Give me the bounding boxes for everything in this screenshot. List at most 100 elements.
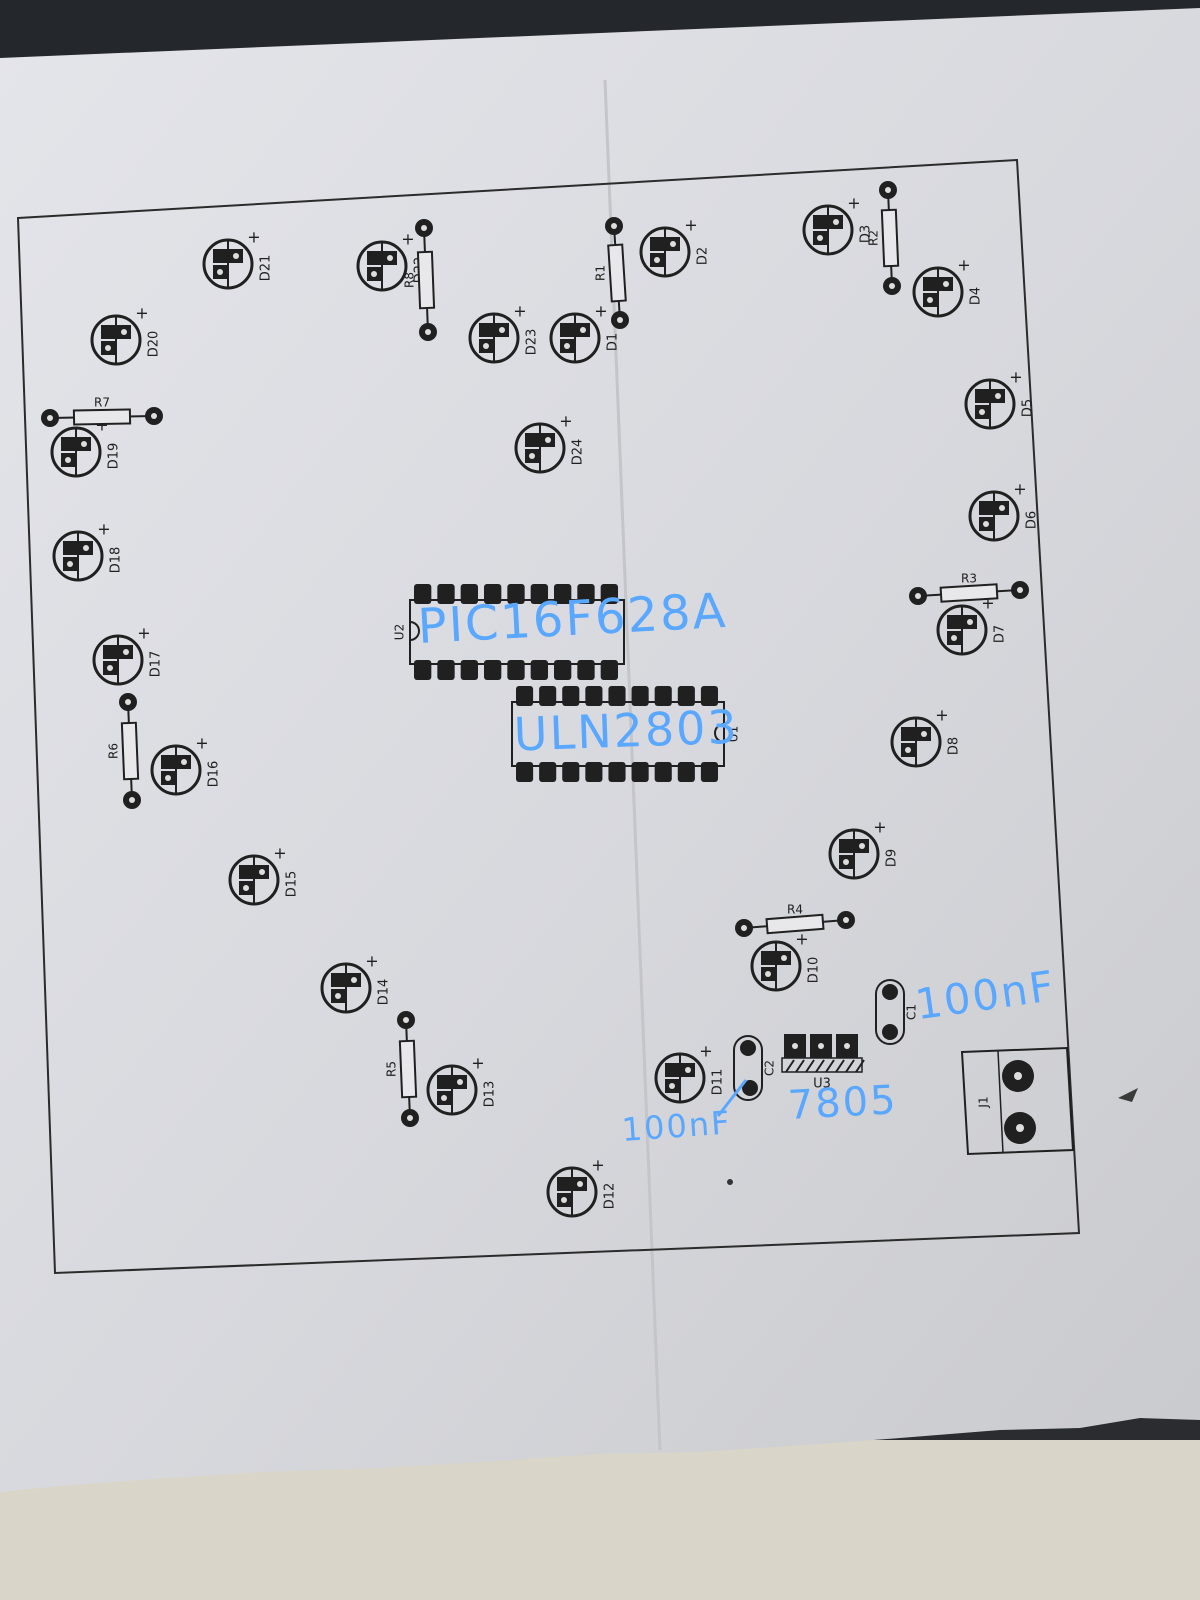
led-d5: + D5	[964, 368, 1036, 430]
led-label: D12	[603, 1183, 618, 1210]
resistor-label: R2	[867, 230, 881, 246]
led-d21: + D21	[202, 228, 274, 290]
annotation-pointer	[716, 1079, 748, 1117]
led-label: D7	[993, 625, 1008, 643]
led-label: D5	[1021, 399, 1036, 417]
led-polarity-mark: +	[699, 1042, 712, 1061]
led-polarity-mark: +	[195, 734, 208, 753]
resistor-r1: R1	[594, 217, 629, 329]
led-label: D19	[107, 443, 122, 470]
capacitor-label: C2	[763, 1060, 777, 1076]
led-d13: + D13	[426, 1054, 498, 1116]
led-label: D21	[259, 255, 274, 282]
paper-tear-mark	[1118, 1088, 1138, 1102]
led-label: D24	[571, 439, 586, 466]
connector-j1: J1	[960, 1046, 1075, 1156]
resistor-label: R4	[787, 903, 803, 917]
led-d15: + D15	[228, 844, 300, 906]
led-label: D10	[807, 957, 822, 984]
led-polarity-mark: +	[97, 520, 110, 539]
led-polarity-mark: +	[591, 1156, 604, 1175]
led-label: D11	[711, 1069, 726, 1096]
led-label: D16	[207, 761, 222, 788]
led-label: D13	[483, 1081, 498, 1108]
led-polarity-mark: +	[684, 216, 697, 235]
resistor-r6: R6	[107, 693, 141, 809]
ic-label: U1	[727, 726, 741, 742]
resistor-r2: R2	[867, 181, 901, 295]
led-label: D15	[285, 871, 300, 898]
annotation-regulator-value: 7805	[787, 1077, 899, 1129]
led-label: D18	[109, 547, 124, 574]
led-polarity-mark: +	[559, 412, 572, 431]
capacitor-label: C1	[905, 1004, 919, 1020]
led-polarity-mark: +	[471, 1054, 484, 1073]
resistor-label: R1	[594, 265, 608, 281]
capacitor-c2: C2	[733, 1035, 777, 1101]
led-d8: + D8	[890, 706, 962, 768]
annotation-c2-value: 100nF	[621, 1103, 733, 1149]
led-polarity-mark: +	[935, 706, 948, 725]
ic-u2: U2	[393, 584, 625, 680]
led-label: D23	[525, 329, 540, 356]
led-d23: +D23	[468, 302, 540, 364]
resistor-label: R5	[385, 1061, 399, 1077]
resistor-label: R7	[94, 396, 110, 410]
led-polarity-mark: +	[1009, 368, 1022, 387]
led-d6: + D6	[968, 480, 1040, 542]
board-outline	[16, 158, 1081, 1275]
ic-label: U2	[393, 624, 407, 640]
led-d10: + D10	[750, 930, 822, 992]
led-label: D9	[885, 849, 900, 867]
led-polarity-mark: +	[847, 194, 860, 213]
led-polarity-mark: +	[594, 302, 607, 321]
led-d18: + D18	[52, 520, 124, 582]
ink-dot	[727, 1179, 733, 1185]
capacitor-c1: C1	[875, 979, 919, 1045]
led-polarity-mark: +	[957, 256, 970, 275]
led-polarity-mark: +	[137, 624, 150, 643]
resistor-label: R6	[107, 743, 121, 759]
led-label: D20	[147, 331, 162, 358]
resistor-r7: R7	[41, 396, 163, 427]
led-label: D1	[606, 333, 621, 351]
resistor-label: R8	[403, 272, 417, 288]
regulator-u3: U3	[781, 1034, 865, 1092]
led-label: D8	[947, 737, 962, 755]
led-polarity-mark: +	[1013, 480, 1026, 499]
led-label: D14	[377, 979, 392, 1006]
paper-sheet	[0, 8, 1200, 1492]
annotation-uln2803: ULN2803	[513, 700, 740, 762]
led-polarity-mark: +	[795, 930, 808, 949]
ic-u1: U1	[511, 686, 741, 782]
resistor-r4: R4	[735, 903, 855, 937]
led-label: D2	[696, 247, 711, 265]
led-d16: + D16	[150, 734, 222, 796]
resistor-label: R3	[961, 572, 977, 586]
regulator-label: U3	[813, 1077, 831, 1092]
led-polarity-mark: +	[247, 228, 260, 247]
led-polarity-mark: +	[401, 230, 414, 249]
led-d14: + D14	[320, 952, 392, 1014]
led-d11: + D11	[654, 1042, 726, 1104]
led-label: D6	[1025, 511, 1040, 529]
led-d9: + D9	[828, 818, 900, 880]
led-d24: + D24	[514, 412, 586, 474]
led-d12: + D12	[546, 1156, 618, 1218]
led-d2: + D2	[639, 216, 711, 278]
led-polarity-mark: +	[273, 844, 286, 863]
led-polarity-mark: +	[135, 304, 148, 323]
connector-label: J1	[977, 1096, 991, 1108]
led-polarity-mark: +	[873, 818, 886, 837]
resistor-r8: R8	[403, 219, 437, 341]
resistor-r5: R5	[385, 1011, 419, 1127]
resistor-r3: R3	[909, 572, 1029, 605]
led-d1: + D1	[549, 302, 621, 364]
led-d3: + D3	[802, 194, 874, 256]
led-d17: + D17	[92, 624, 164, 686]
led-polarity-mark: +	[365, 952, 378, 971]
led-label: D17	[149, 651, 164, 678]
led-label: D3	[859, 225, 874, 243]
led-d19: +D19	[50, 416, 122, 478]
